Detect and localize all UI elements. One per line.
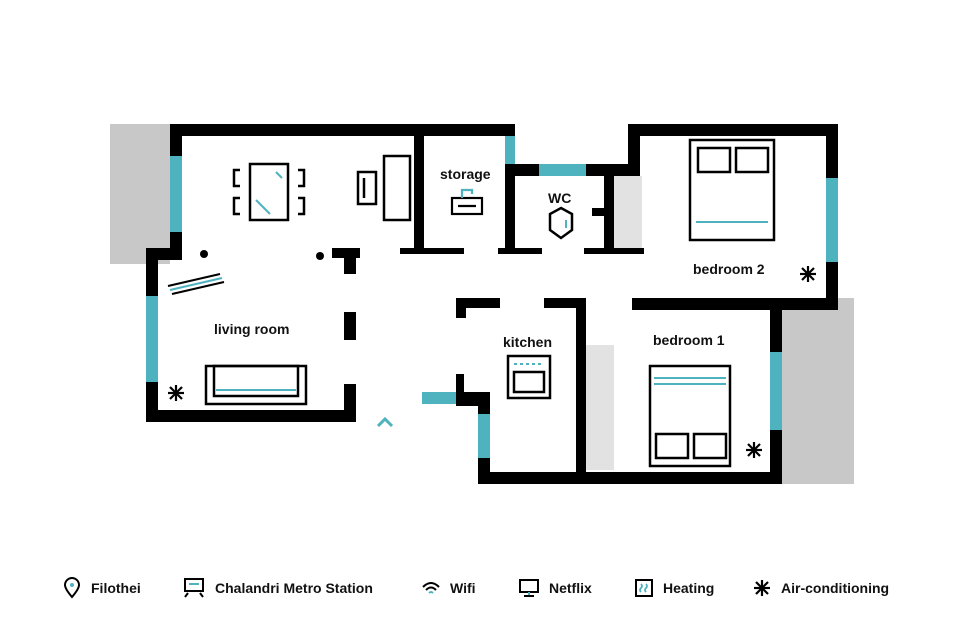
toilet: [548, 206, 574, 240]
legend-item-wifi: Wifi: [421, 574, 476, 602]
legend-item-metro: Chalandri Metro Station: [182, 574, 373, 602]
balcony-left: [110, 124, 170, 264]
legend-label: Wifi: [450, 580, 476, 596]
double-bed-bedroom2: [688, 138, 776, 242]
tv-icon: [519, 579, 539, 597]
room-label-living-room: living room: [214, 321, 290, 337]
wifi-icon: [422, 582, 440, 594]
entrance-arrow-icon: [376, 416, 394, 428]
heating-icon: [635, 579, 653, 597]
dining-table: [232, 162, 306, 222]
snowflake-icon: [800, 266, 816, 282]
washing-machine: [450, 188, 484, 216]
windows: [146, 136, 838, 458]
tv-stand: [167, 273, 225, 295]
desk-with-chair: [356, 154, 412, 222]
room-label-bedroom2: bedroom 2: [693, 261, 765, 277]
closet-bedroom2: [614, 176, 642, 248]
snowflake-icon: [168, 385, 184, 401]
legend-item-heating: Heating: [634, 574, 714, 602]
oven: [506, 354, 552, 400]
legend-label: Heating: [663, 580, 715, 596]
room-label-bedroom1: bedroom 1: [653, 332, 725, 348]
column-dot: [316, 252, 324, 260]
legend-label: Filothei: [91, 580, 141, 596]
legend-item-air-conditioning: Air-conditioning: [752, 574, 889, 602]
amenities-legend: Filothei Chalandri Metro Station Wifi Ne…: [0, 574, 960, 604]
double-bed-bedroom1: [648, 364, 732, 468]
metro-station-icon: [184, 578, 204, 598]
legend-item-filothei: Filothei: [62, 574, 141, 602]
room-label-storage: storage: [440, 166, 491, 182]
sofa: [204, 364, 308, 406]
legend-label: Chalandri Metro Station: [215, 580, 373, 596]
legend-label: Netflix: [549, 580, 592, 596]
snowflake-icon: [754, 580, 770, 596]
room-label-kitchen: kitchen: [503, 334, 553, 350]
column-dot: [200, 250, 208, 258]
legend-item-netflix: Netflix: [518, 574, 592, 602]
room-label-wc: WC: [548, 190, 572, 206]
balcony-right: [782, 298, 854, 484]
location-pin-icon: [63, 577, 81, 599]
closet-bedroom1: [586, 345, 614, 470]
snowflake-icon: [746, 442, 762, 458]
legend-label: Air-conditioning: [781, 580, 890, 596]
